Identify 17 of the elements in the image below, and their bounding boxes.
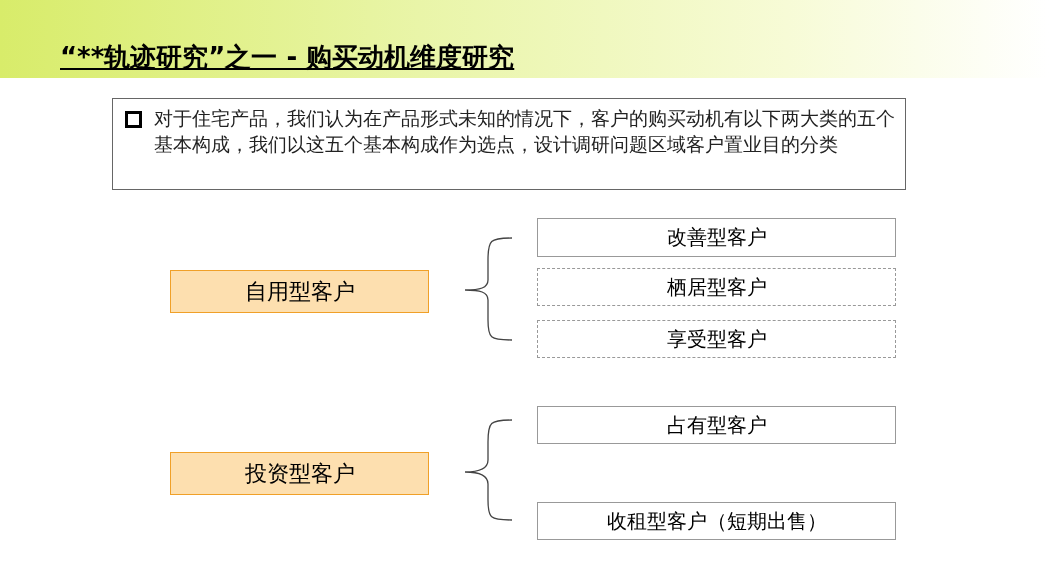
subtype-box [537, 268, 896, 306]
subtype-box [537, 218, 896, 257]
subtype-box [537, 406, 896, 444]
paragraph: 对于住宅产品，我们认为在产品形式未知的情况下，客户的购买动机有以下两大类的五个基本构成，我们以这五个基本构成作为选点，设计调研问题区域客户置业目的分类 [154, 106, 896, 157]
box-label: 占有型客户 [666, 411, 767, 439]
box-label: 享受型客户 [666, 325, 767, 353]
subtype-box [537, 320, 896, 358]
category-box [170, 270, 429, 313]
box-label: 自用型客户 [244, 277, 355, 306]
box-label: 改善型客户 [666, 224, 767, 251]
box-label: 收租型客户（短期出售） [606, 507, 827, 535]
box-label: 栖居型客户 [666, 273, 767, 301]
title: “**轨迹研究”之一 - 购买动机维度研究 [60, 41, 515, 74]
text-box [112, 98, 906, 190]
box-label: 投资型客户 [244, 459, 355, 488]
subtype-box [537, 502, 896, 540]
category-box [170, 452, 429, 495]
